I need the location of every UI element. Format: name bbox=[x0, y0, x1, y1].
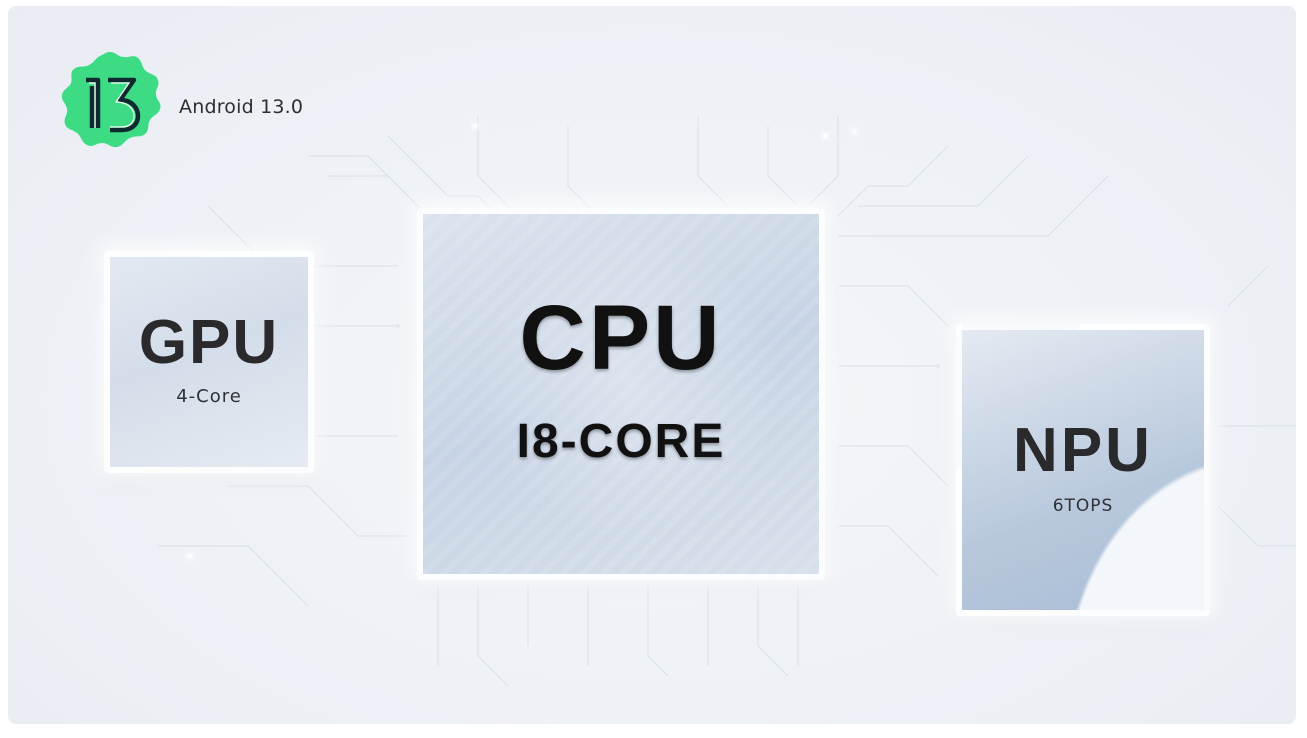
sparkle bbox=[188, 554, 192, 558]
os-version-label: Android 13.0 bbox=[179, 96, 304, 118]
npu-chip-card: NPU 6TOPS bbox=[956, 324, 1210, 616]
android-13-badge bbox=[58, 50, 162, 154]
sparkle bbox=[473, 124, 477, 128]
android-13-logo-icon bbox=[61, 52, 161, 148]
gpu-chip-card: GPU 4-Core bbox=[104, 251, 314, 473]
sparkle bbox=[823, 134, 827, 138]
npu-subtitle: 6TOPS bbox=[1052, 495, 1114, 516]
npu-title: NPU bbox=[1013, 415, 1153, 485]
gpu-subtitle: 4-Core bbox=[176, 386, 242, 407]
cpu-subtitle: I8-CORE bbox=[516, 415, 726, 468]
cpu-chip-card: CPU I8-CORE bbox=[417, 208, 825, 580]
promo-banner: Android 13.0 GPU 4-Core CPU I8-CORE NPU … bbox=[8, 6, 1296, 724]
cpu-title: CPU bbox=[519, 287, 723, 389]
sparkle bbox=[853, 130, 856, 133]
gpu-title: GPU bbox=[138, 308, 280, 377]
